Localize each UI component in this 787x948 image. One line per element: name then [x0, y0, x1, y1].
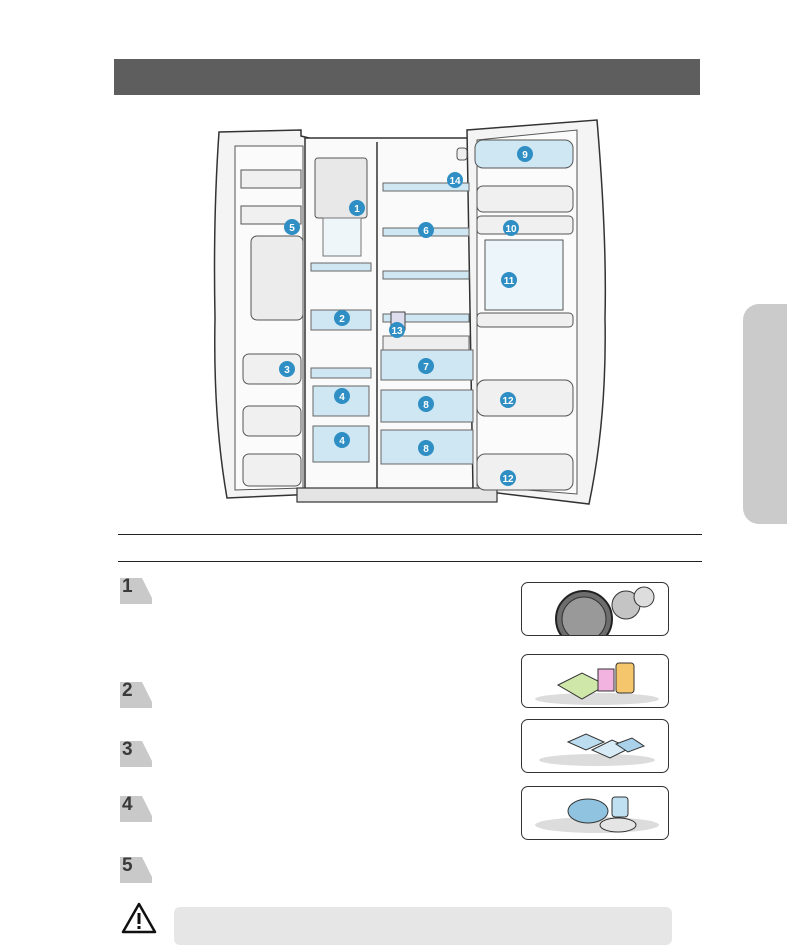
callout-badge-7: 7 — [418, 358, 434, 374]
frozen-fish-icon — [521, 786, 669, 840]
pizza-icon — [521, 582, 669, 636]
callout-badge-8a: 8 — [418, 396, 434, 412]
svg-text:8: 8 — [423, 444, 429, 455]
callout-badge-3: 3 — [279, 361, 295, 377]
callout-badge-12a: 12 — [500, 392, 516, 408]
svg-text:13: 13 — [391, 326, 403, 337]
callout-badge-4a: 4 — [334, 388, 350, 404]
step-marker-4: 4 — [120, 794, 152, 822]
svg-text:1: 1 — [354, 204, 360, 215]
svg-text:7: 7 — [423, 362, 429, 373]
callout-badge-4b: 4 — [334, 432, 350, 448]
svg-text:3: 3 — [284, 365, 290, 376]
chapter-side-tab — [743, 304, 787, 524]
callout-badge-9: 9 — [517, 146, 533, 162]
table-header-bottom-rule — [118, 561, 702, 562]
table-header-top-rule — [118, 534, 702, 535]
svg-text:4: 4 — [339, 392, 345, 403]
section-title-bar — [114, 59, 700, 95]
callout-badge-5: 5 — [284, 219, 300, 235]
svg-text:4: 4 — [339, 436, 345, 447]
svg-text:11: 11 — [504, 276, 515, 287]
cold-food-icon — [521, 654, 669, 708]
callout-badge-6: 6 — [418, 222, 434, 238]
svg-text:8: 8 — [423, 400, 429, 411]
svg-text:2: 2 — [339, 314, 345, 325]
callout-badge-13: 13 — [389, 322, 405, 338]
svg-text:6: 6 — [423, 226, 429, 237]
frozen-packages-icon — [521, 719, 669, 773]
callout-badge-2: 2 — [334, 310, 350, 326]
svg-text:10: 10 — [505, 224, 517, 235]
warning-icon — [121, 902, 157, 934]
callout-badge-14: 14 — [447, 172, 463, 188]
svg-text:12: 12 — [502, 396, 514, 407]
svg-text:5: 5 — [289, 223, 295, 234]
step-marker-5: 5 — [120, 855, 152, 883]
svg-text:9: 9 — [522, 150, 528, 161]
svg-text:14: 14 — [449, 176, 461, 187]
callout-badge-12b: 12 — [500, 470, 516, 486]
callout-badge-8b: 8 — [418, 440, 434, 456]
svg-text:12: 12 — [502, 474, 514, 485]
callout-badge-10: 10 — [503, 220, 519, 236]
refrigerator-diagram: 1 2 3 4 4 5 6 7 8 8 9 10 11 12 12 13 14 — [213, 119, 607, 505]
callout-badge-1: 1 — [349, 200, 365, 216]
warning-note-box — [174, 907, 672, 945]
step-marker-1: 1 — [120, 576, 152, 604]
step-marker-3: 3 — [120, 739, 152, 767]
step-marker-2: 2 — [120, 680, 152, 708]
callout-badge-11: 11 — [501, 272, 517, 288]
